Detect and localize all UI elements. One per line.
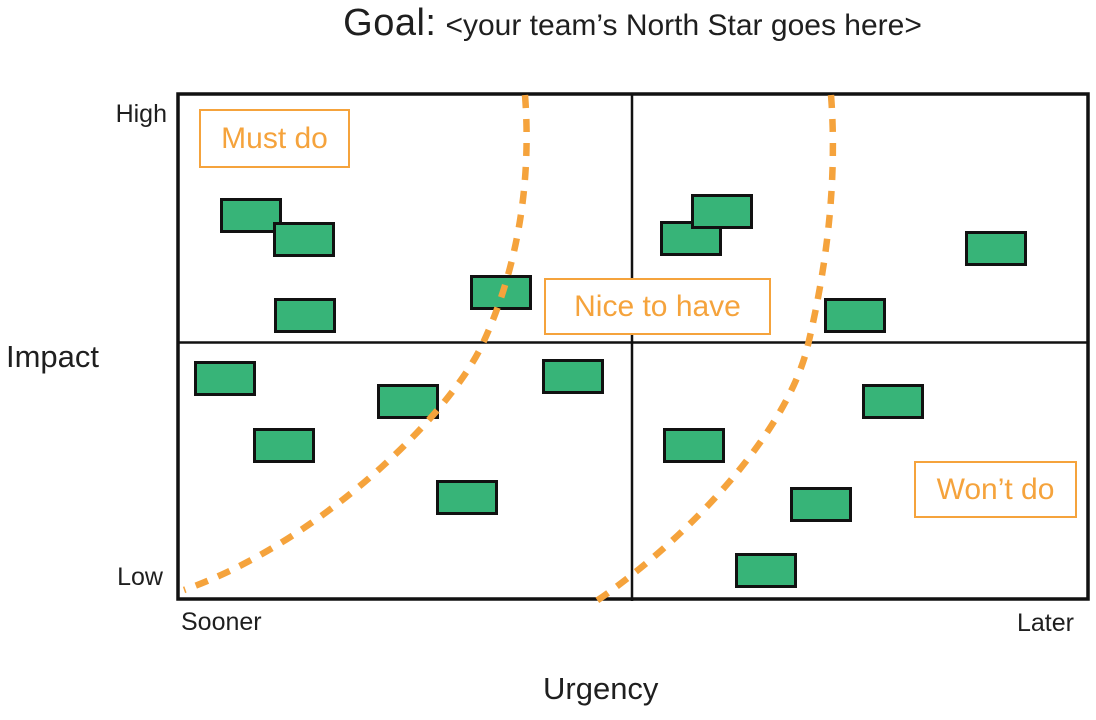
matrix-frame [176, 92, 1090, 601]
page-title: Goal:<your team’s North Star goes here> [176, 2, 1089, 45]
y-axis-title: Impact [6, 339, 100, 374]
quadrant-label-must-do: Must do [199, 109, 350, 168]
sticky-note[interactable] [436, 480, 498, 515]
priority-curve-right [590, 94, 837, 607]
sticky-note[interactable] [377, 384, 439, 419]
sticky-note[interactable] [965, 231, 1027, 266]
sticky-note[interactable] [862, 384, 924, 419]
x-axis-sooner-label: Sooner [181, 608, 262, 636]
quadrant-label-nice-to-have: Nice to have [544, 278, 771, 335]
sticky-note[interactable] [273, 222, 335, 257]
sticky-note[interactable] [274, 298, 336, 333]
goal-label: Goal: [343, 2, 437, 44]
quadrant-label-wont-do: Won’t do [914, 461, 1077, 518]
sticky-note[interactable] [542, 359, 604, 394]
sticky-note[interactable] [253, 428, 315, 463]
y-axis-low-label: Low [117, 563, 163, 591]
y-axis-high-label: High [115, 100, 167, 128]
goal-placeholder-text: <your team’s North Star goes here> [445, 9, 922, 42]
sticky-note[interactable] [790, 487, 852, 522]
sticky-note[interactable] [194, 361, 256, 396]
x-axis-later-label: Later [1017, 609, 1074, 637]
priority-curve-left [182, 94, 530, 594]
sticky-note[interactable] [470, 275, 532, 310]
sticky-note[interactable] [691, 194, 753, 229]
sticky-note[interactable] [735, 553, 797, 588]
sticky-note[interactable] [663, 428, 725, 463]
sticky-note[interactable] [824, 298, 886, 333]
x-axis-title: Urgency [543, 671, 659, 706]
